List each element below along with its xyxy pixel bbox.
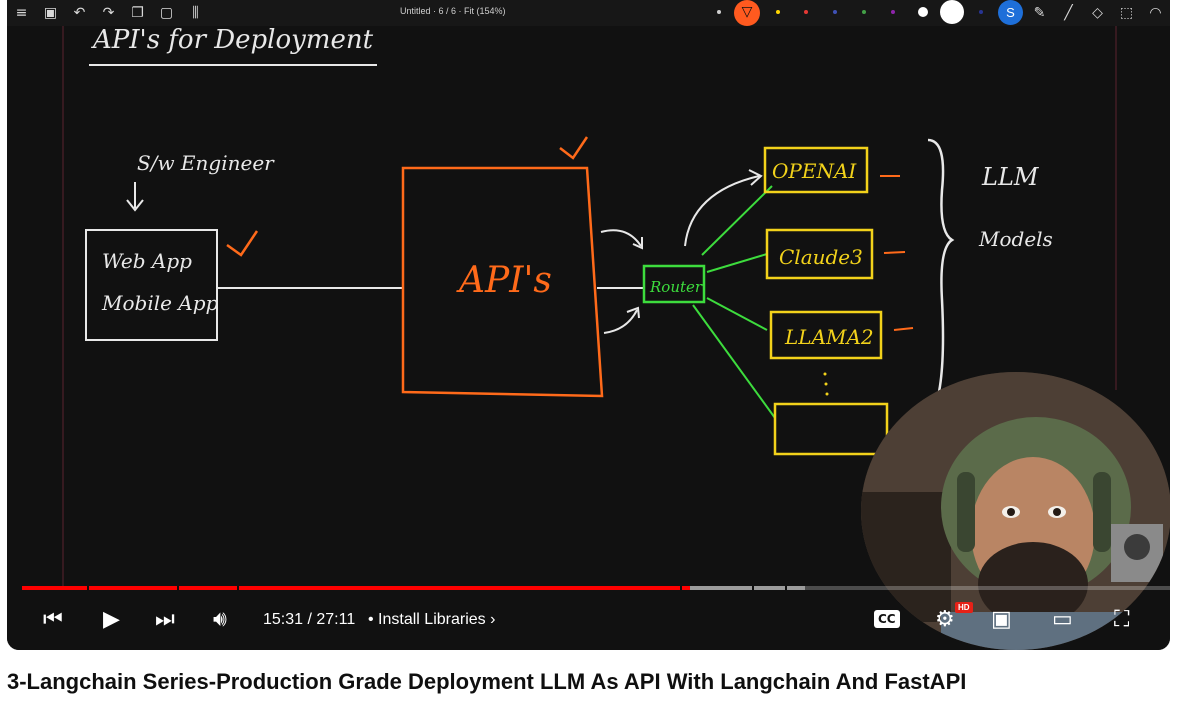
captions-icon[interactable]: CC [874, 610, 900, 628]
api-label: API's [456, 260, 552, 301]
chapter-label: Install Libraries [378, 611, 486, 628]
router-box [642, 264, 706, 304]
chapter-bullet: • [368, 611, 379, 628]
progress-played [22, 586, 690, 590]
select-icon[interactable]: ⬚ [1119, 5, 1134, 21]
hd-badge: HD [955, 602, 973, 613]
model-label-llama: LLAMA2 [784, 325, 874, 349]
whiteboard-toolbar: ≡ ▣ ↶ ↷ ❐ ▢ ⫼ [7, 0, 1170, 26]
sliders-icon[interactable]: ⫼ [192, 5, 199, 21]
arrow-icon [748, 169, 763, 186]
presenter-image [861, 372, 1170, 650]
time-display: 15:31 / 27:11 [263, 611, 356, 628]
progress-bar[interactable] [22, 586, 1170, 590]
model-box-claude [765, 228, 874, 280]
client-box [85, 229, 218, 341]
chapter-divider [752, 586, 754, 590]
model-box-openai [763, 146, 869, 194]
file-icon[interactable]: ▢ [159, 5, 174, 21]
color-swatch-yellow[interactable] [776, 10, 780, 14]
chapter-link[interactable]: • Install Libraries › [368, 611, 495, 629]
user-label: S/w Engineer [137, 151, 275, 175]
redo-icon[interactable]: ↷ [102, 5, 115, 21]
model-box-llama [769, 310, 883, 360]
chapter-divider [87, 586, 89, 590]
miniplayer-icon[interactable]: ▣ [991, 607, 1012, 632]
pen-icon[interactable]: ╱ [1064, 5, 1073, 21]
save-icon[interactable]: ▣ [43, 5, 58, 21]
color-swatch-green[interactable] [862, 10, 866, 14]
settings-icon[interactable]: ⚙ [935, 607, 955, 632]
chevron-right-icon: › [485, 611, 496, 628]
player-controls: ⏮ ▶ ⏭ 🔊︎ 15:31 / 27:11 • Install Librari… [7, 600, 1170, 642]
menu-icon[interactable]: ≡ [15, 5, 28, 21]
checkmark-icon [559, 136, 589, 160]
visibility-icon[interactable]: ◠ [1149, 5, 1162, 21]
document-title: Untitled · 6 / 6 · Fit (154%) [400, 6, 506, 16]
router-label: Router [649, 278, 703, 296]
client-line-web: Web App [102, 249, 192, 273]
color-swatch-blue[interactable] [833, 10, 837, 14]
chapter-divider [237, 586, 239, 590]
next-icon[interactable]: ⏭ [155, 607, 175, 632]
heading-text: API's for Deployment [91, 25, 374, 55]
color-swatch-orange[interactable]: ▽ [734, 0, 760, 26]
arrow-down-icon [126, 199, 144, 212]
arrow-icon [626, 306, 640, 319]
whiteboard-canvas: ≡ ▣ ↶ ↷ ❐ ▢ ⫼ Untitled · 6 / 6 · Fit (15… [7, 0, 1170, 650]
presenter-webcam [861, 372, 1170, 650]
side-label-models: Models [978, 227, 1053, 251]
color-swatch-dot[interactable] [717, 10, 721, 14]
color-swatch-red[interactable] [804, 10, 808, 14]
chapter-divider [680, 586, 682, 590]
model-label-claude: Claude3 [779, 245, 863, 269]
color-swatch-purple[interactable] [891, 10, 895, 14]
chapter-divider [785, 586, 787, 590]
volume-icon[interactable]: 🔊︎ [213, 607, 227, 632]
api-box [401, 166, 604, 398]
model-box-empty [773, 402, 889, 456]
diagram-drawing: API's for Deployment S/w Engineer Web Ap… [62, 25, 1117, 590]
video-title: 3-Langchain Series-Production Grade Depl… [7, 669, 967, 694]
play-icon[interactable]: ▶ [103, 607, 120, 632]
previous-icon[interactable]: ⏮ [43, 607, 63, 632]
chapter-divider [177, 586, 179, 590]
model-label-openai: OPENAI [772, 159, 857, 183]
curly-brace [927, 138, 955, 393]
checkmark-icon [226, 230, 259, 257]
color-swatch-white-small[interactable] [918, 7, 928, 17]
theater-icon[interactable]: ▭ [1052, 607, 1073, 632]
color-swatch-navy[interactable] [979, 10, 983, 14]
ruler-icon[interactable]: ✎ [1033, 5, 1046, 21]
color-swatch-white-large[interactable] [940, 0, 964, 24]
side-label-llm: LLM [981, 163, 1040, 191]
undo-icon[interactable]: ↶ [73, 5, 86, 21]
copy-icon[interactable]: ❐ [131, 5, 144, 21]
video-player[interactable]: ≡ ▣ ↶ ↷ ❐ ▢ ⫼ Untitled · 6 / 6 · Fit (15… [7, 0, 1170, 650]
eraser-icon[interactable]: ◇ [1092, 5, 1103, 21]
arrow-icon [632, 237, 643, 250]
client-line-mobile: Mobile App [101, 291, 219, 315]
user-avatar-icon[interactable]: S [998, 0, 1023, 25]
fullscreen-icon[interactable]: ⛶ [1114, 607, 1130, 632]
